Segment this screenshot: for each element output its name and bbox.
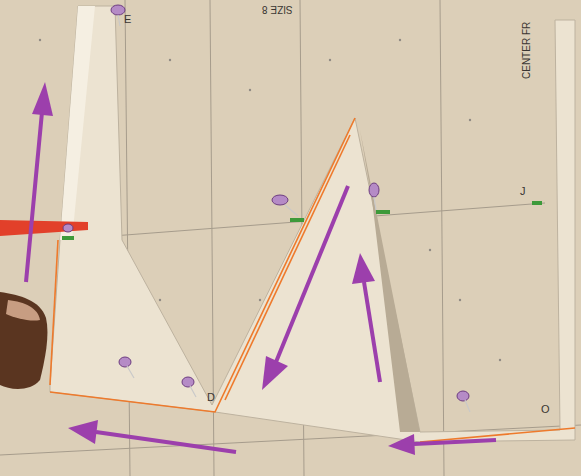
movement-arrows — [26, 82, 496, 455]
fingernail — [6, 300, 40, 321]
pattern-label: D — [207, 392, 215, 403]
pins — [63, 5, 470, 412]
pattern-label: CENTER FR — [522, 22, 532, 79]
red-pencil — [0, 220, 88, 236]
orange-tracing — [50, 118, 575, 442]
hand — [0, 292, 47, 389]
pattern-piece — [50, 6, 575, 442]
pattern-label: SIZE 8 — [262, 4, 293, 14]
paper-fold — [60, 6, 95, 240]
pattern-label: J — [520, 186, 526, 197]
pattern-label: E — [124, 14, 131, 25]
pattern-label: O — [541, 404, 550, 415]
green-marks — [62, 201, 542, 240]
